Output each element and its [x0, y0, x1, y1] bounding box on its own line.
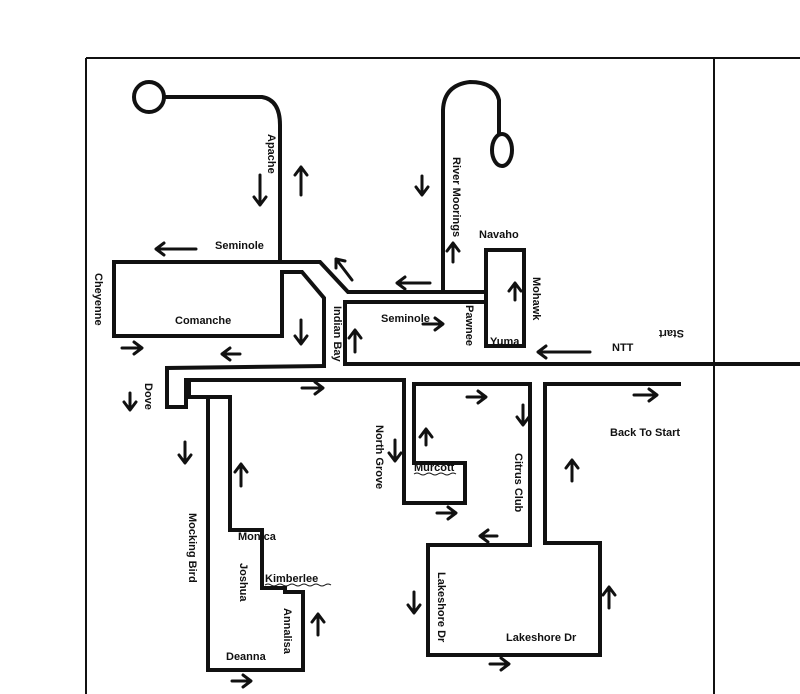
arrow-down-dove-2: [177, 440, 193, 465]
arrow-right-comanche: [120, 340, 144, 356]
arrow-down-lakeshore: [406, 590, 422, 615]
label-ntt: NTT: [612, 342, 634, 354]
north-grove-road: [402, 378, 532, 547]
arrow-right-deanna: [230, 673, 253, 689]
label-deanna: Deanna: [226, 651, 267, 663]
apache-cul-de-sac: [132, 80, 166, 114]
seminole-comanche-loop: [112, 260, 488, 294]
arrow-up-annalisa: [310, 612, 326, 637]
arrow-diagonal-seminole: [334, 257, 354, 282]
arrow-left-ntt: [536, 344, 592, 360]
arrow-up-mohawk: [507, 281, 523, 302]
label-start: Start: [659, 327, 684, 339]
arrow-left-seminole-mid: [395, 275, 432, 291]
label-north-grove: North Grove: [373, 425, 385, 489]
label-seminole-mid: Seminole: [381, 313, 430, 325]
arrow-up-murcott: [418, 427, 434, 447]
arrow-down-river: [414, 174, 430, 197]
arrow-up-monica: [233, 462, 249, 488]
arrow-down-northgrove: [387, 438, 403, 463]
label-yuma: Yuma: [490, 336, 520, 348]
label-cheyenne: Cheyenne: [92, 273, 104, 326]
direction-arrows: [120, 165, 659, 689]
arrow-down-dove: [122, 391, 138, 412]
label-joshua: Joshua: [237, 563, 249, 602]
arrow-down-apache: [252, 173, 268, 207]
arrow-left-citrus-bottom: [478, 528, 499, 544]
arrow-right-monica-top: [300, 380, 325, 396]
citrus-club-road: [426, 382, 681, 657]
label-navaho: Navaho: [479, 229, 519, 241]
label-comanche: Comanche: [175, 315, 231, 327]
label-citrus-club: Citrus Club: [512, 453, 524, 513]
label-river-moorings: River Moorings: [450, 157, 462, 237]
arrow-right-back-to-start: [632, 387, 659, 403]
label-apache: Apache: [265, 134, 277, 174]
arrow-down-indianbay: [293, 318, 309, 346]
label-indian-bay: Indian Bay: [331, 306, 343, 363]
map-frame: [85, 57, 800, 694]
arrow-up-back: [564, 458, 580, 483]
label-dove: Dove: [142, 383, 154, 410]
apache-road: [163, 95, 282, 262]
arrow-left-seminole-top: [154, 241, 198, 257]
river-moorings-road: [441, 79, 501, 294]
arrow-up-lakeshore: [601, 585, 617, 610]
label-annalisa: Annalisa: [281, 608, 293, 655]
label-back-to-start: Back To Start: [610, 427, 680, 439]
label-murcott: Murcott: [414, 462, 455, 474]
comanche-road: [112, 260, 326, 368]
arrow-left-comanche: [220, 346, 242, 362]
arrow-right-citrus-top: [465, 389, 488, 405]
arrow-up-apache: [293, 165, 309, 197]
river-moorings-cul-de-sac: [490, 132, 514, 168]
label-kimberlee: Kimberlee: [265, 573, 318, 585]
label-seminole-top: Seminole: [215, 240, 264, 252]
label-lakeshore: Lakeshore Dr: [506, 632, 577, 644]
label-lakeshore-vertical: Lakeshore Dr: [435, 572, 447, 643]
arrow-up-indianbay: [347, 328, 363, 354]
dove-road: [165, 363, 327, 409]
label-mohawk: Mohawk: [530, 277, 542, 321]
arrow-right-lakeshore-bottom: [488, 656, 511, 672]
mocking-bird-road: [184, 378, 406, 672]
seminole-middle-road: [343, 248, 526, 348]
arrow-right-murcott: [435, 505, 458, 521]
street-labels: Apache Seminole Cheyenne Comanche Indian…: [92, 134, 684, 663]
label-monica: Monica: [238, 531, 277, 543]
arrow-down-citrus: [515, 403, 531, 427]
label-pawnee: Pawnee: [463, 305, 475, 346]
arrow-right-seminole-mid: [421, 316, 445, 332]
murcott-underline: [413, 472, 457, 476]
label-mocking-bird: Mocking Bird: [186, 513, 198, 583]
arrow-up-river: [445, 241, 461, 264]
kimberlee-underline: [264, 583, 332, 587]
